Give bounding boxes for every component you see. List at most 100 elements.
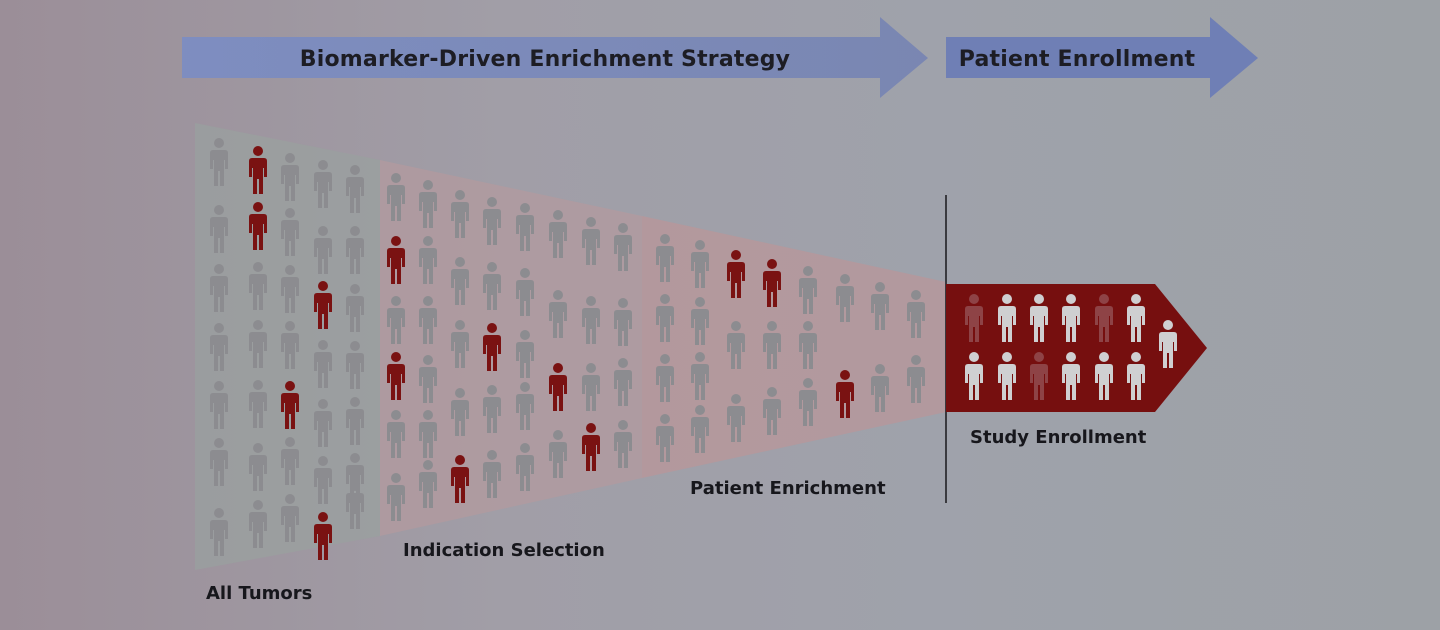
person-icon [346, 397, 364, 445]
person-icon [549, 363, 567, 411]
person-icon [346, 341, 364, 389]
person-icon [210, 323, 228, 371]
person-icon [281, 153, 299, 201]
person-icon [656, 414, 674, 462]
person-icon [998, 352, 1016, 400]
person-icon [419, 355, 437, 403]
person-icon [419, 410, 437, 458]
person-icon [210, 264, 228, 312]
person-icon [582, 363, 600, 411]
person-icon [281, 437, 299, 485]
person-icon [314, 281, 332, 329]
person-icon [582, 296, 600, 344]
person-icon [965, 294, 983, 342]
person-icon [516, 330, 534, 378]
person-icon [691, 405, 709, 453]
person-icon [210, 438, 228, 486]
person-icon [799, 321, 817, 369]
person-icon [346, 481, 364, 529]
person-icon [1159, 320, 1177, 368]
label-all-tumors: All Tumors [206, 583, 312, 604]
person-icon [656, 354, 674, 402]
person-icon [451, 455, 469, 503]
person-icon [314, 160, 332, 208]
person-icon [763, 321, 781, 369]
person-icon [614, 358, 632, 406]
person-icon [483, 450, 501, 498]
person-icon [281, 265, 299, 313]
person-icon [871, 282, 889, 330]
person-icon [763, 259, 781, 307]
person-icon [516, 268, 534, 316]
person-icon [419, 180, 437, 228]
person-icon [1127, 352, 1145, 400]
person-icon [249, 202, 267, 250]
person-icon [249, 443, 267, 491]
person-icon [249, 146, 267, 194]
person-icon [249, 262, 267, 310]
person-icon [483, 385, 501, 433]
person-icon [727, 321, 745, 369]
person-icon [614, 298, 632, 346]
person-icon [907, 290, 925, 338]
person-icon [582, 423, 600, 471]
person-icon [346, 284, 364, 332]
person-icon [483, 197, 501, 245]
person-icon [451, 388, 469, 436]
person-icon [656, 234, 674, 282]
person-icon [210, 205, 228, 253]
strategy-banner: Biomarker-Driven Enrichment Strategy [182, 17, 928, 98]
person-icon [691, 352, 709, 400]
person-icon [516, 443, 534, 491]
person-icon [249, 500, 267, 548]
person-icon [614, 420, 632, 468]
patient-enrichment-section [642, 216, 946, 478]
person-icon [549, 430, 567, 478]
strategy-banner-label: Biomarker-Driven Enrichment Strategy [300, 47, 790, 72]
person-icon [1095, 294, 1113, 342]
person-icon [516, 203, 534, 251]
person-icon [281, 208, 299, 256]
person-icon [387, 296, 405, 344]
person-icon [387, 473, 405, 521]
person-icon [387, 410, 405, 458]
person-icon [281, 381, 299, 429]
person-icon [549, 290, 567, 338]
person-icon [451, 190, 469, 238]
person-icon [314, 399, 332, 447]
person-icon [346, 165, 364, 213]
person-icon [727, 394, 745, 442]
person-icon [281, 494, 299, 542]
person-icon [582, 217, 600, 265]
person-icon [656, 294, 674, 342]
person-icon [281, 321, 299, 369]
person-icon [907, 355, 925, 403]
person-icon [965, 352, 983, 400]
person-icon [387, 236, 405, 284]
person-icon [419, 460, 437, 508]
person-icon [1062, 294, 1080, 342]
person-icon [451, 257, 469, 305]
person-icon [314, 340, 332, 388]
person-icon [799, 378, 817, 426]
person-icon [691, 297, 709, 345]
label-patient-enrichment: Patient Enrichment [690, 478, 886, 499]
person-icon [763, 387, 781, 435]
person-icon [210, 381, 228, 429]
person-icon [836, 274, 854, 322]
person-icon [871, 364, 889, 412]
person-icon [346, 226, 364, 274]
indication-selection-section [380, 160, 642, 536]
person-icon [249, 320, 267, 368]
person-icon [314, 512, 332, 560]
person-icon [314, 456, 332, 504]
person-icon [836, 370, 854, 418]
person-icon [451, 320, 469, 368]
funnel [195, 123, 946, 570]
person-icon [419, 236, 437, 284]
person-icon [1095, 352, 1113, 400]
person-icon [419, 296, 437, 344]
person-icon [1030, 294, 1048, 342]
person-icon [727, 250, 745, 298]
